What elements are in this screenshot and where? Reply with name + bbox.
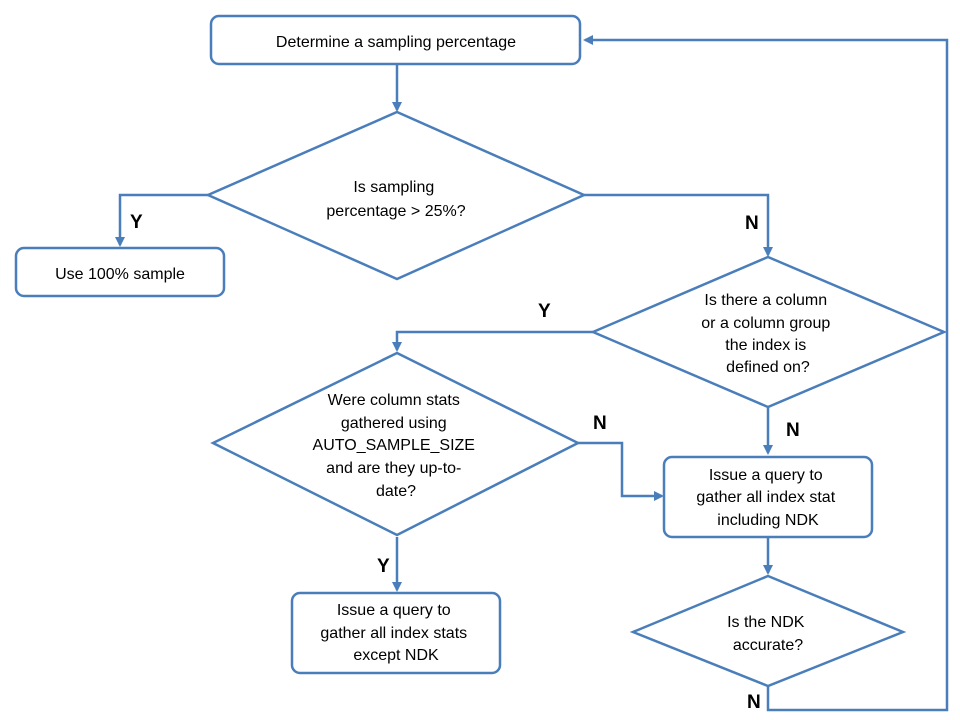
edges [115,35,949,712]
edge-ndk-no-loop-to-determine [583,35,949,712]
use-full-sample-box: Use 100% sample [14,246,226,298]
column-yes-label: Y [538,301,551,322]
svg-text:Issue a query to gathe: Issue a query to gather all index stat i… [696,467,839,529]
edge-stats-no-to-query-all [578,441,664,501]
query-except-line-1: Issue a query to [337,602,451,619]
stats-decision-line-1: Were column stats [328,392,460,409]
column-stats-decision-diamond: Were column stats gathered using AUTO_SA… [210,351,581,537]
column-no-label: N [786,420,800,441]
sampling-no-label: N [745,213,759,234]
ndk-no-label: N [747,692,761,713]
column-decision-line-4: defined on? [726,359,810,376]
sampling-decision-line-1: Is sampling [353,179,434,196]
column-decision-line-1: Is there a column [704,292,827,309]
sampling-decision-line-2: percentage > 25%? [326,203,465,220]
svg-text:Is sampling percentage: Is sampling percentage > 25%? [326,179,465,220]
query-except-line-2: gather all index stats [320,625,467,642]
determine-sampling-label: Determine a sampling percentage [276,34,516,51]
svg-text:Determine a sampling percentag: Determine a sampling percentage [276,34,516,51]
column-decision-line-3: the index is [725,337,806,354]
stats-decision-line-4: and are they up-to- [326,460,461,477]
query-all-line-3: including NDK [717,512,819,529]
determine-sampling-box: Determine a sampling percentage [209,14,582,66]
query-except-line-3: except NDK [353,647,439,664]
edge-labels: Y N Y N N Y N [130,212,800,713]
stats-decision-line-5: date? [376,483,416,500]
sampling-yes-label: Y [130,212,143,233]
query-all-line-1: Issue a query to [709,467,823,484]
ndk-decision-line-1: Is the NDK [727,614,805,631]
query-all-line-2: gather all index stat [696,489,835,506]
stats-decision-line-2: gathered using [341,415,447,432]
column-decision-line-2: or a column group [701,315,830,332]
edge-column-yes-to-stats-check [392,330,593,352]
ndk-decision-line-2: accurate? [733,637,803,654]
svg-text:Use 100% sample: Use 100% sample [55,266,185,283]
column-group-decision-diamond: Is there a column or a column group the … [589,255,948,409]
use-full-sample-label: Use 100% sample [55,266,185,283]
edge-sampling-yes-to-use-full [115,193,208,247]
sampling-decision-diamond: Is sampling percentage > 25%? [204,110,588,281]
edge-sampling-no-to-column-check [583,193,773,257]
query-all-stats-box: Issue a query to gather all index stat i… [662,455,874,539]
svg-text:Is there a column or a: Is there a column or a column group the … [701,292,834,376]
stats-yes-label: Y [377,556,390,577]
svg-text:Is the NDK accurate?: Is the NDK accurate? [727,614,809,654]
svg-text:Issue a query to gathe: Issue a query to gather all index stats … [320,602,471,664]
nodes: Determine a sampling percentage Is sampl… [14,14,948,688]
stats-no-label: N [593,413,607,434]
stats-decision-line-3: AUTO_SAMPLE_SIZE [313,437,475,454]
query-except-ndk-box: Issue a query to gather all index stats … [290,591,502,675]
ndk-accuracy-decision-diamond: Is the NDK accurate? [629,574,907,688]
svg-text:Were column stats gath: Were column stats gathered using AUTO_SA… [313,392,480,500]
